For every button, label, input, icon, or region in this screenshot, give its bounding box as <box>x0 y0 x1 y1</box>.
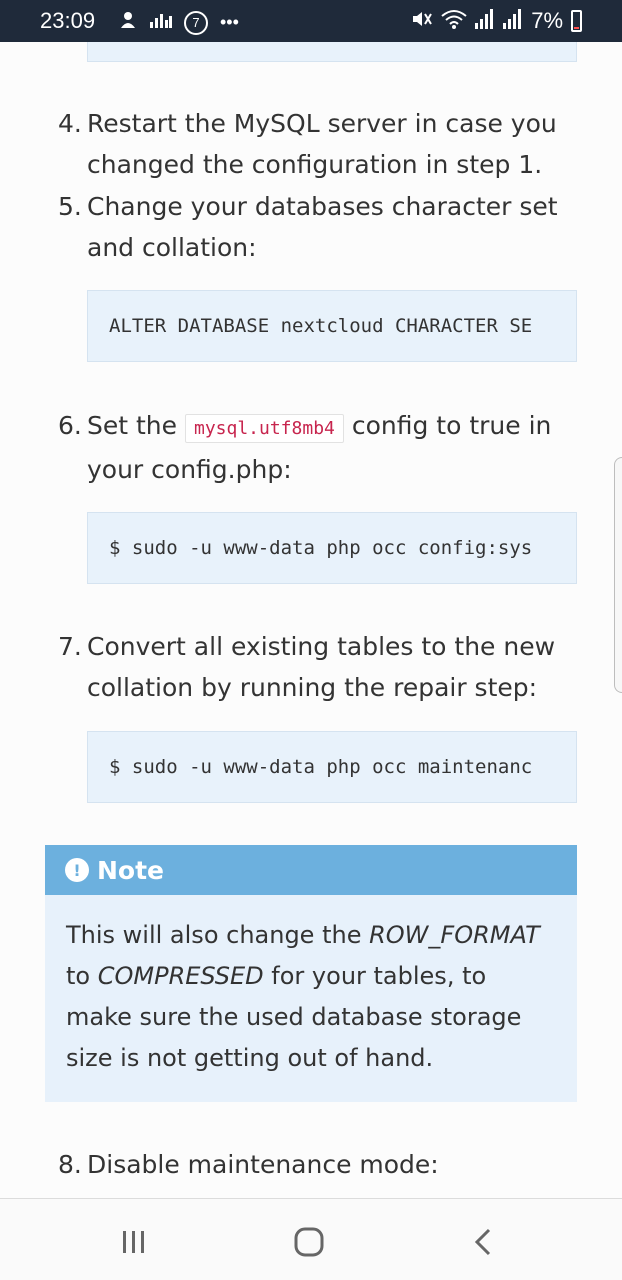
status-left-icons: 7 ••• <box>118 10 239 35</box>
step-7: 7.Convert all existing tables to the new… <box>58 626 558 708</box>
battery-icon <box>571 10 582 32</box>
step-text: Disable maintenance mode: <box>87 1150 439 1179</box>
note-text-emphasis: COMPRESSED <box>97 962 264 990</box>
note-text-emphasis: ROW_FORMAT <box>369 921 540 949</box>
note-text: size is not getting out of hand. <box>66 1044 434 1072</box>
exclamation-icon: ! <box>65 858 89 882</box>
code-block-partial <box>87 42 577 62</box>
more-notifications-icon: ••• <box>220 12 239 32</box>
note-text: for your tables, to <box>263 962 487 990</box>
back-button[interactable] <box>453 1217 513 1267</box>
step-number: 6. <box>58 411 82 440</box>
mute-icon <box>411 9 433 34</box>
recent-apps-icon <box>123 1231 144 1253</box>
step-number: 4. <box>58 109 82 138</box>
code-text: $ sudo -u www-data php occ maintenanc <box>109 756 533 778</box>
page-content[interactable]: 4.Restart the MySQL server in case you c… <box>0 42 622 1198</box>
inline-code-mysql-utf8mb4: mysql.utf8mb4 <box>184 414 344 443</box>
note-box: ! Note This will also change the ROW_FOR… <box>45 845 577 1102</box>
step-text: config to true in <box>351 411 552 440</box>
step-text: and collation: <box>87 233 257 262</box>
step-text: collation by running the repair step: <box>87 673 538 702</box>
wifi-icon <box>441 9 467 34</box>
scroll-handle[interactable] <box>614 457 622 693</box>
back-chevron-icon <box>474 1228 491 1256</box>
status-bar: 23:09 7 ••• 7% <box>0 0 622 42</box>
signal-icon-2 <box>503 8 523 34</box>
step-5: 5.Change your databases character set an… <box>58 186 558 268</box>
code-block-config-system[interactable]: $ sudo -u www-data php occ config:sys <box>87 512 577 584</box>
navigation-bar <box>0 1198 622 1280</box>
step-number: 8. <box>58 1150 82 1179</box>
note-body: This will also change the ROW_FORMAT to … <box>45 895 577 1079</box>
step-number: 5. <box>58 192 82 221</box>
step-text: changed the configuration in step 1. <box>87 150 543 179</box>
note-text: make sure the used database storage <box>66 1003 522 1031</box>
note-title: Note <box>97 855 165 885</box>
step-number: 7. <box>58 632 82 661</box>
recent-apps-button[interactable] <box>104 1217 164 1267</box>
notification-count-icon: 7 <box>184 10 208 35</box>
battery-percent: 7% <box>531 8 563 33</box>
home-button[interactable] <box>279 1217 339 1267</box>
step-4: 4.Restart the MySQL server in case you c… <box>58 103 558 185</box>
home-icon <box>294 1227 324 1257</box>
code-text: ALTER DATABASE nextcloud CHARACTER SE <box>109 315 533 337</box>
settings-notification-icon <box>118 10 138 35</box>
step-text: Restart the MySQL server in case you <box>87 109 557 138</box>
code-block-maintenance-repair[interactable]: $ sudo -u www-data php occ maintenanc <box>87 731 577 803</box>
note-text: to <box>66 962 98 990</box>
step-8: 8.Disable maintenance mode: <box>58 1144 558 1185</box>
step-text: Set the <box>87 411 178 440</box>
note-header: ! Note <box>45 845 577 895</box>
clock: 23:09 <box>40 8 96 33</box>
step-text: Convert all existing tables to the new <box>87 632 556 661</box>
equalizer-icon <box>150 12 172 33</box>
code-block-alter-database[interactable]: ALTER DATABASE nextcloud CHARACTER SE <box>87 290 577 362</box>
note-text: This will also change the <box>66 921 370 949</box>
step-text: your config.php: <box>87 455 292 484</box>
code-text: $ sudo -u www-data php occ config:sys <box>109 537 533 559</box>
signal-icon <box>475 8 495 34</box>
step-6: 6.Set the mysql.utf8mb4 config to true i… <box>58 405 558 490</box>
status-right-icons: 7% <box>411 8 582 34</box>
step-text: Change your databases character set <box>87 192 558 221</box>
